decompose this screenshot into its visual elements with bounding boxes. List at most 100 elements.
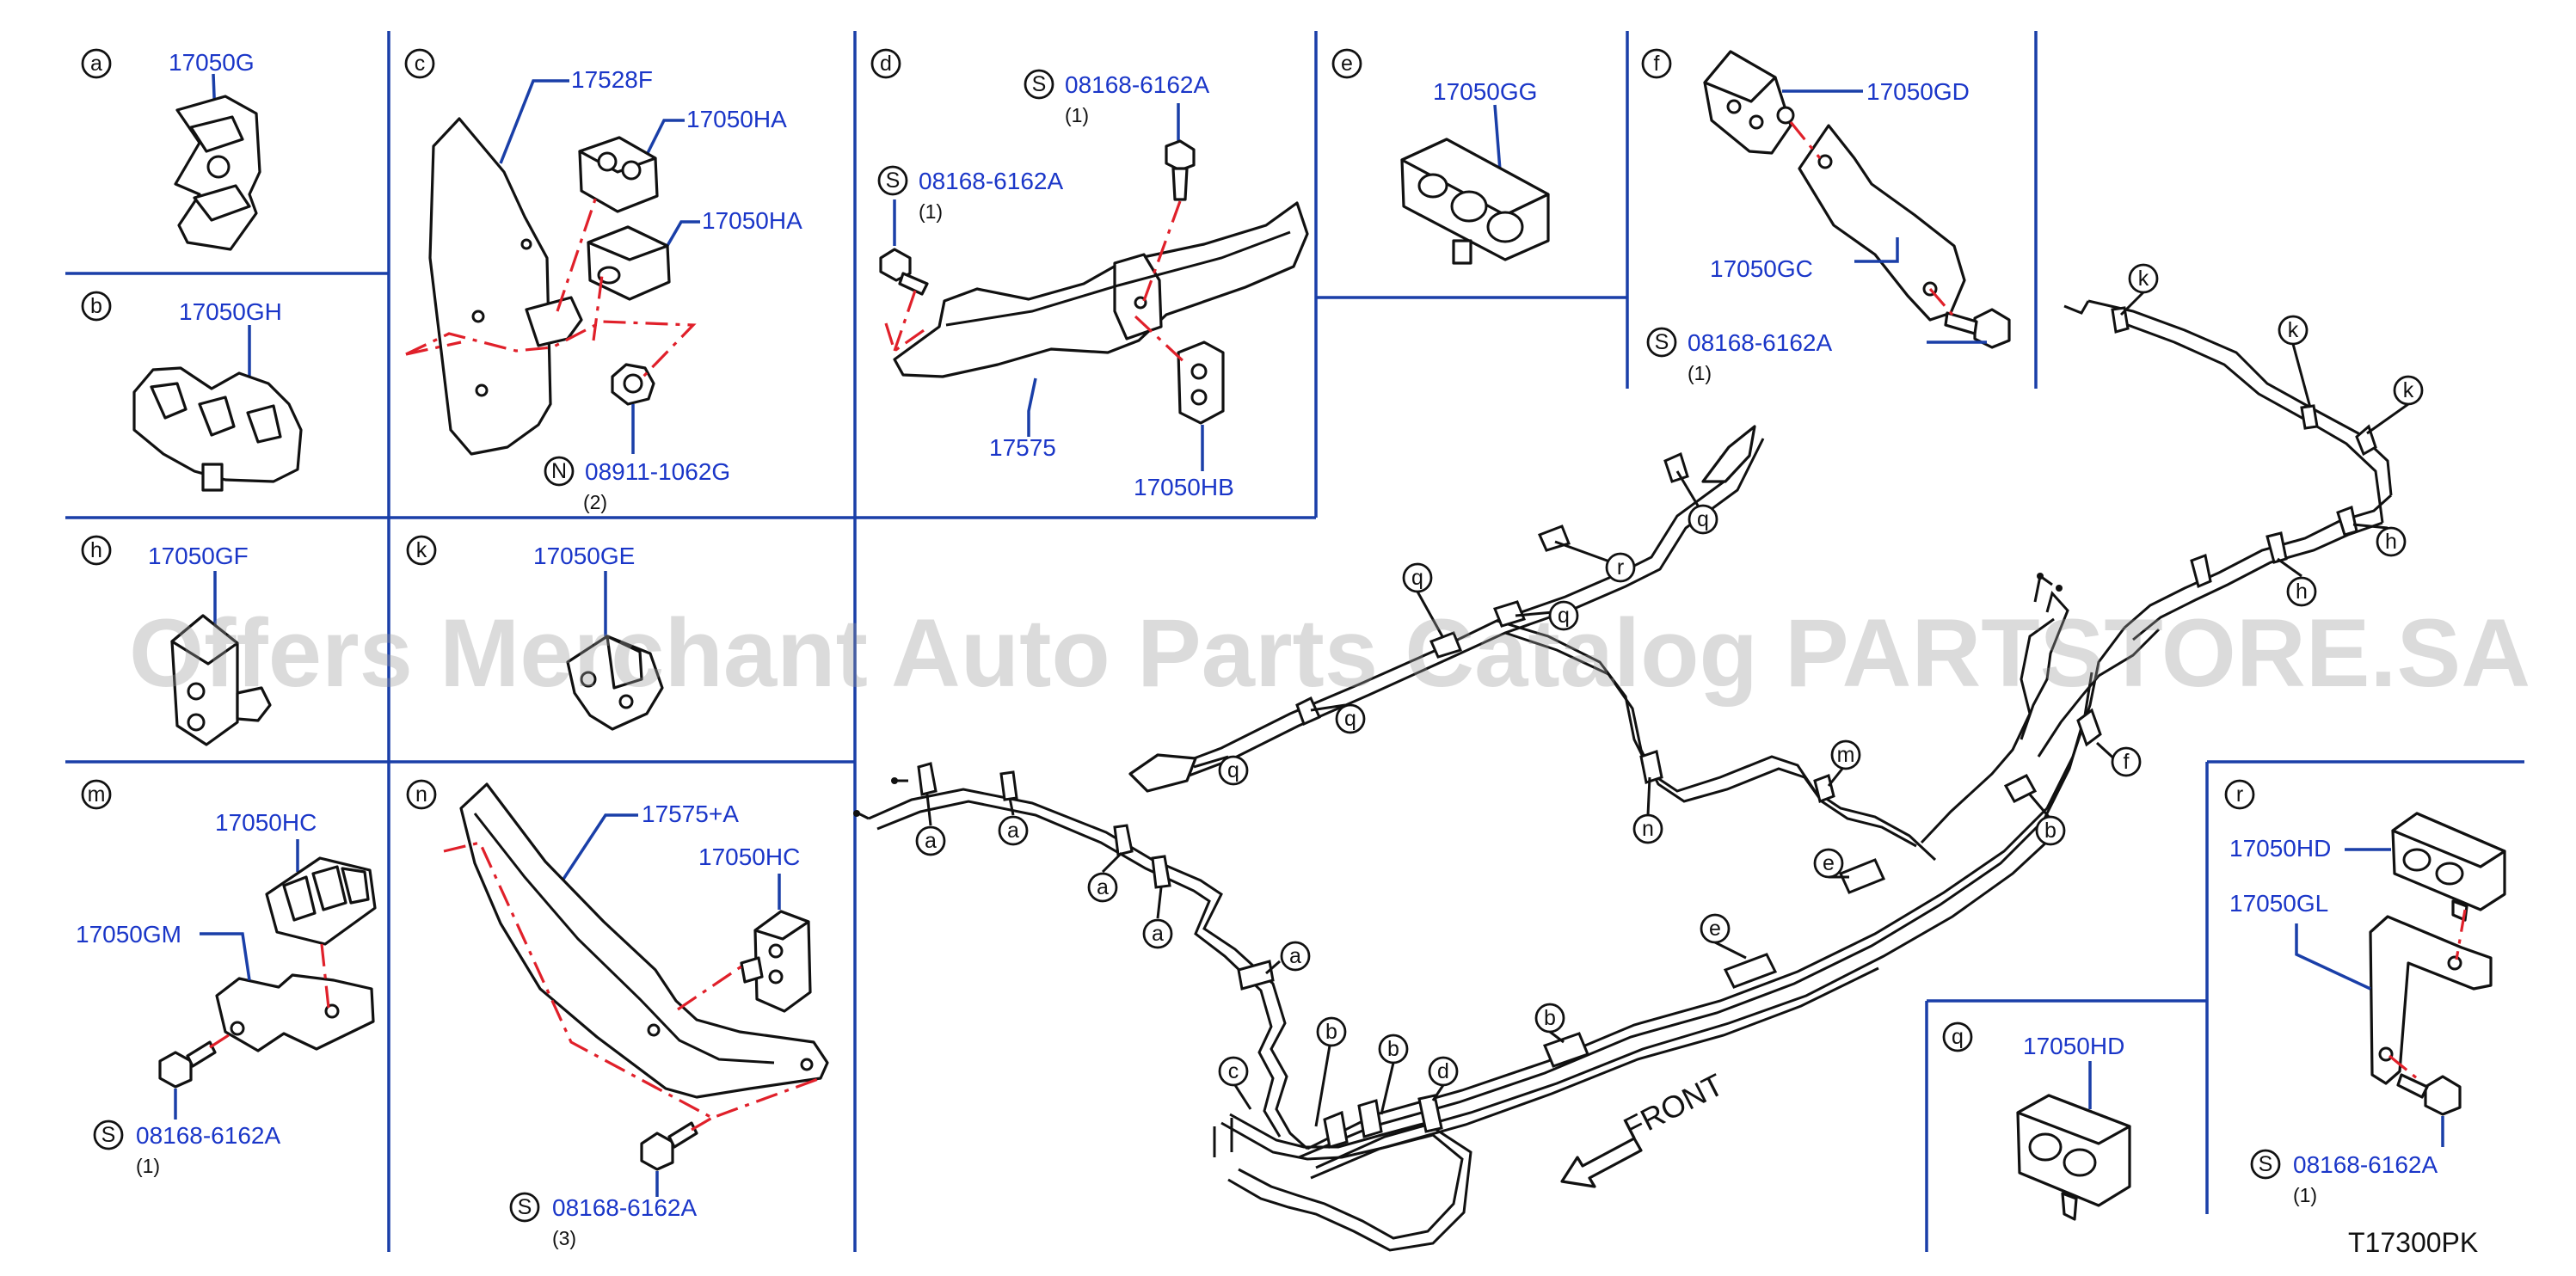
part-number-08168-6162A-f: 08168-6162A [1688, 329, 1832, 356]
part-number-17050GG: 17050GG [1433, 78, 1537, 105]
svg-text:r: r [1617, 555, 1624, 580]
panel-d-fastener1-qty: (1) [1065, 104, 1089, 126]
part-number-17050GC: 17050GC [1710, 255, 1813, 282]
panel-n: n 17575+A 17050HC S 08168-6162A (3) [406, 779, 829, 1249]
part-number-08911-1062G: 08911-1062G [585, 458, 730, 485]
panel-h-key: h [90, 538, 102, 562]
panel-n-key-circle [406, 779, 437, 810]
panel-c-fastener-prefix-circle [544, 456, 575, 487]
callout-k-2: k [2278, 315, 2312, 408]
callout-r: r [1554, 540, 1636, 583]
callout-k-3: k [2366, 375, 2424, 435]
panel-a-key-circle [81, 48, 112, 79]
panel-r: r 17050HD 17050GL S 08168-6162A (1) [2224, 779, 2506, 1206]
part-number-08168-6162A-m: 08168-6162A [136, 1122, 280, 1149]
bracket-17050GC [1798, 124, 1966, 322]
callout-a-3: a [1087, 851, 1123, 903]
svg-text:c: c [1228, 1059, 1239, 1083]
svg-text:q: q [1344, 707, 1356, 731]
panel-f: f 17050GD 17050GC S 08168-6162A (1) [1641, 48, 2011, 384]
svg-text:q: q [1411, 566, 1423, 590]
bracket-17050GM [215, 973, 375, 1052]
panel-r-key: r [2236, 782, 2243, 807]
svg-text:q: q [1697, 507, 1709, 531]
svg-text:k: k [2403, 378, 2414, 402]
routing-clips [917, 306, 2377, 1149]
clamp-17050HB [1177, 340, 1225, 425]
svg-text:a: a [1097, 875, 1109, 899]
panel-c-fastener-prefix: N [551, 459, 567, 483]
callout-q-4: q [1515, 600, 1579, 631]
panel-f-fastener-qty: (1) [1688, 362, 1712, 384]
part-number-17575: 17575 [989, 434, 1056, 461]
clamp-17050GF [170, 614, 272, 746]
clip-17050GE [566, 635, 664, 731]
front-label: FRONT [1618, 1066, 1729, 1146]
pipe-routing-overview: FRONT [853, 299, 2393, 1252]
panel-h-key-circle [81, 535, 112, 566]
clamp-17050HA-top [578, 136, 659, 213]
clamp-17050HA-bottom [587, 225, 671, 301]
panel-b-key: b [90, 294, 102, 318]
part-number-17050GD: 17050GD [1866, 78, 1970, 105]
svg-text:a: a [1289, 944, 1301, 968]
callout-q-3: q [1402, 562, 1445, 639]
callout-e-1: e [1700, 913, 1747, 960]
callout-k-1: k [2119, 263, 2159, 316]
panel-k-key-circle [406, 535, 437, 566]
panel-n-key: n [415, 782, 427, 807]
panel-d-fastener2-prefix: S [886, 169, 901, 193]
panel-r-fastener-qty: (1) [2293, 1184, 2317, 1206]
bolt-d2 [879, 248, 929, 296]
clamp-17050GD [1703, 50, 1795, 155]
callout-b-1: b [1314, 1016, 1347, 1127]
svg-text:k: k [2288, 318, 2299, 342]
callout-b-2: b [1378, 1034, 1409, 1115]
bracket-17050GL [2369, 915, 2493, 1085]
panel-d-fastener2-qty: (1) [919, 200, 943, 223]
panel-m-fastener-qty: (1) [136, 1155, 160, 1177]
callout-m: m [1827, 739, 1861, 787]
part-number-17575+A: 17575+A [642, 801, 739, 827]
panel-c-key: c [415, 52, 426, 76]
panel-f-key-circle [1641, 48, 1672, 79]
svg-text:q: q [1558, 604, 1570, 628]
panel-f-fastener-prefix-circle [1646, 327, 1677, 358]
panel-d-key-circle [870, 48, 901, 79]
bracket-17575+A [459, 782, 829, 1099]
callout-q-1: q [1193, 755, 1249, 786]
callout-h-2: h [2352, 523, 2407, 557]
part-number-17050HA-2: 17050HA [702, 207, 802, 234]
callout-b-3: b [1534, 1003, 1565, 1044]
diagram-code: T17300PK [2348, 1227, 2478, 1258]
overview-callouts: a a a a a b b b b c d e e f h h k k k m … [915, 263, 2424, 1127]
clamp-17050HD-q [2016, 1094, 2131, 1221]
callout-c: c [1218, 1056, 1252, 1110]
svg-text:k: k [2138, 267, 2149, 291]
svg-text:b: b [1544, 1006, 1556, 1030]
panel-n-fastener-prefix: S [518, 1195, 532, 1219]
bracket-17528F [428, 117, 583, 456]
bolt-r [2396, 1073, 2462, 1116]
panel-c: c 17528F 17050HA 17050HA [404, 48, 802, 513]
part-number-17050GL: 17050GL [2229, 890, 2328, 917]
main-pipe-bundle [853, 299, 2393, 1252]
panel-k: k 17050GE [406, 535, 664, 731]
panel-b-key-circle [81, 291, 112, 322]
panel-m: m 17050HC 17050GM S 08168-6162A (1) [76, 779, 377, 1177]
panel-n-fastener-prefix-circle [509, 1192, 540, 1223]
panel-b: b 17050GH [81, 291, 303, 492]
svg-text:a: a [1152, 922, 1164, 946]
callout-a-5: a [1265, 941, 1311, 975]
part-number-17050GF: 17050GF [148, 543, 249, 569]
panel-f-key: f [1654, 52, 1660, 76]
part-number-08168-6162A-r: 08168-6162A [2293, 1151, 2438, 1178]
clip-17050GH [132, 366, 303, 492]
part-number-17050GH: 17050GH [179, 298, 282, 325]
panel-h: h 17050GF [81, 535, 272, 746]
svg-text:e: e [1823, 851, 1835, 875]
clip-17050G [174, 95, 261, 251]
svg-text:e: e [1709, 917, 1721, 941]
